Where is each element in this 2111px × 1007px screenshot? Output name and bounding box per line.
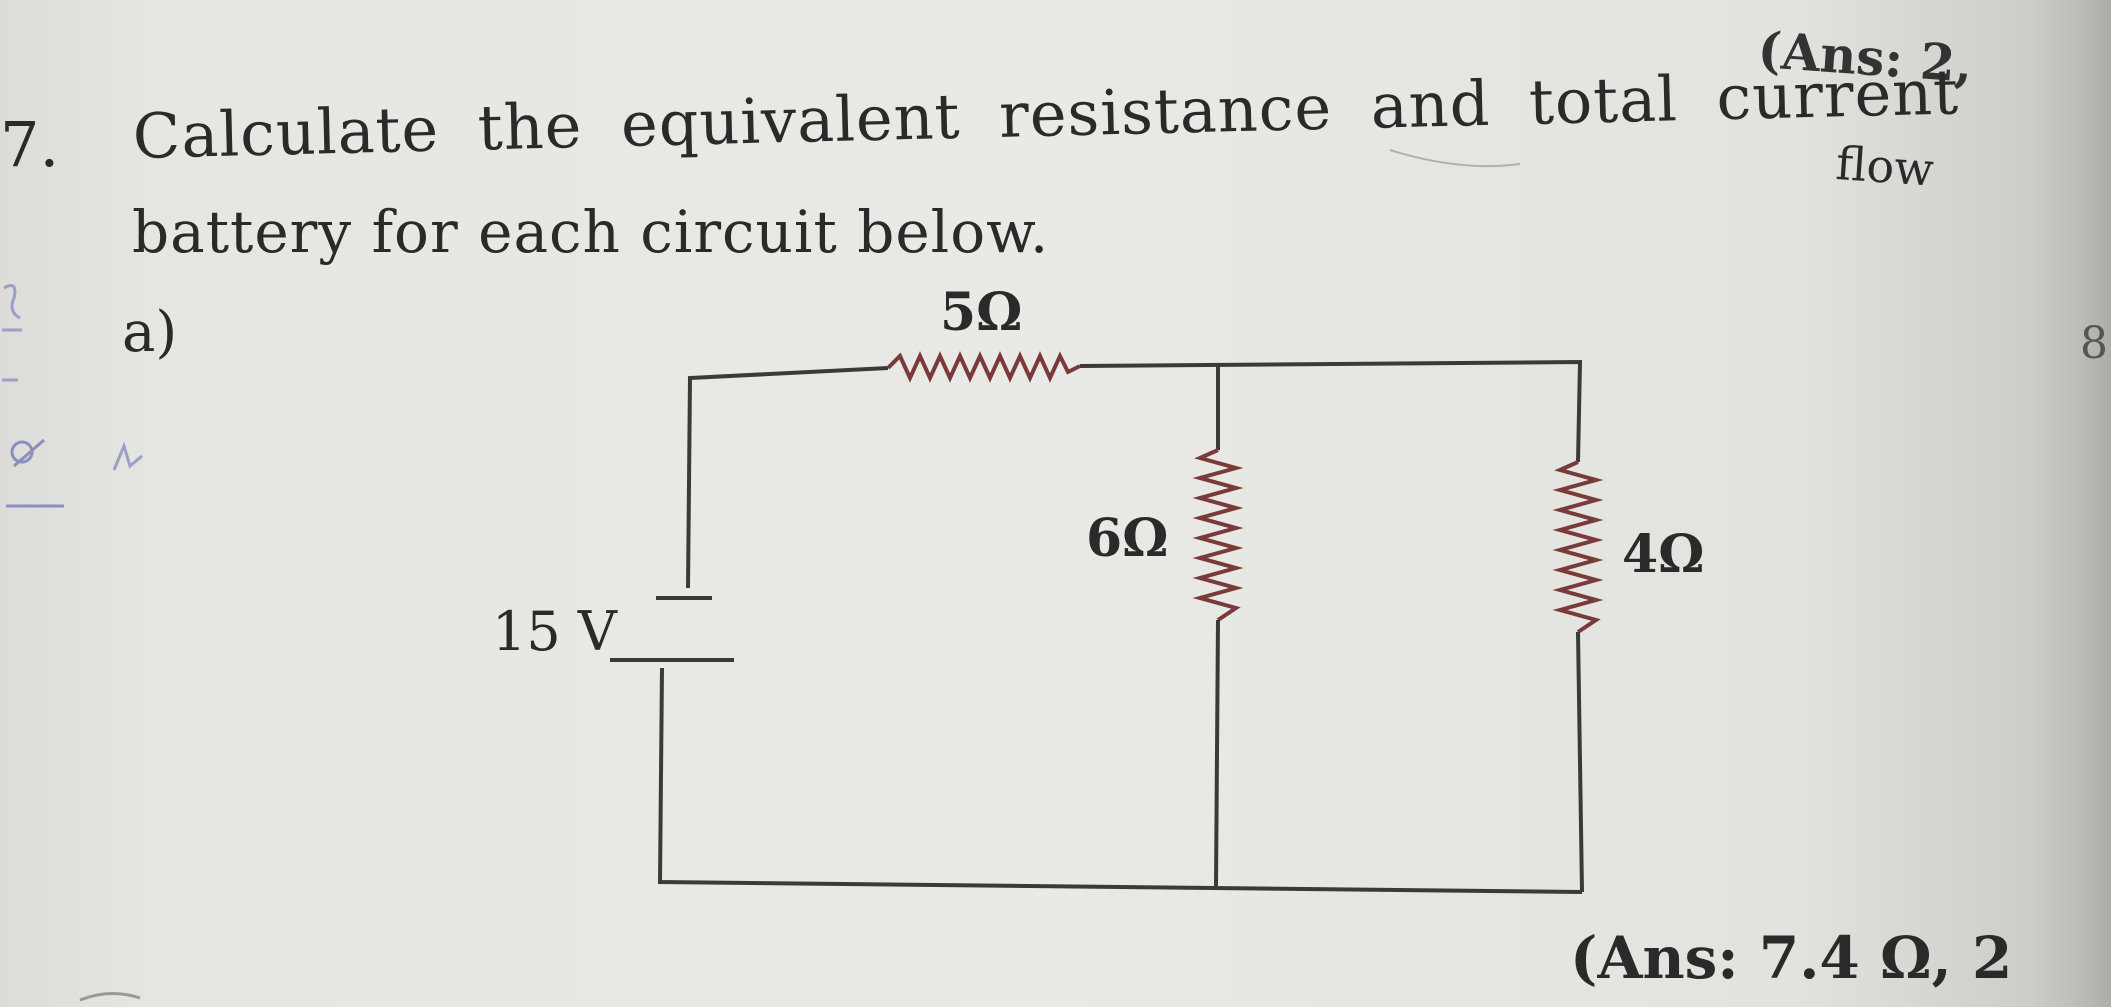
- bottom-answer: (Ans: 7.4 Ω, 2: [1570, 924, 2013, 992]
- wire-top: [1079, 359, 1583, 463]
- resistor-middle: [1192, 448, 1244, 622]
- wire-right-bottom: [1576, 631, 1584, 893]
- part-label: a): [122, 300, 178, 365]
- wire-middle-bottom: [1214, 619, 1220, 887]
- resistor-right-label: 4Ω: [1622, 524, 1705, 585]
- wire-left-bottom: [657, 667, 1583, 894]
- question-number: 7.: [0, 108, 60, 181]
- margin-number: 8: [2080, 318, 2108, 369]
- page-edge-shadow: [2031, 0, 2111, 1007]
- resistor-right: [1552, 460, 1604, 634]
- resistor-top-label: 5Ω: [940, 282, 1023, 343]
- resistor-top: [886, 351, 1081, 383]
- question-text-line1-tail: flow: [1834, 136, 1936, 197]
- battery-voltage-label: 15 V: [492, 600, 617, 663]
- question-text-line2: battery for each circuit below.: [132, 198, 1050, 266]
- resistor-middle-label: 6Ω: [1086, 508, 1169, 569]
- wire-left-top: [686, 366, 889, 589]
